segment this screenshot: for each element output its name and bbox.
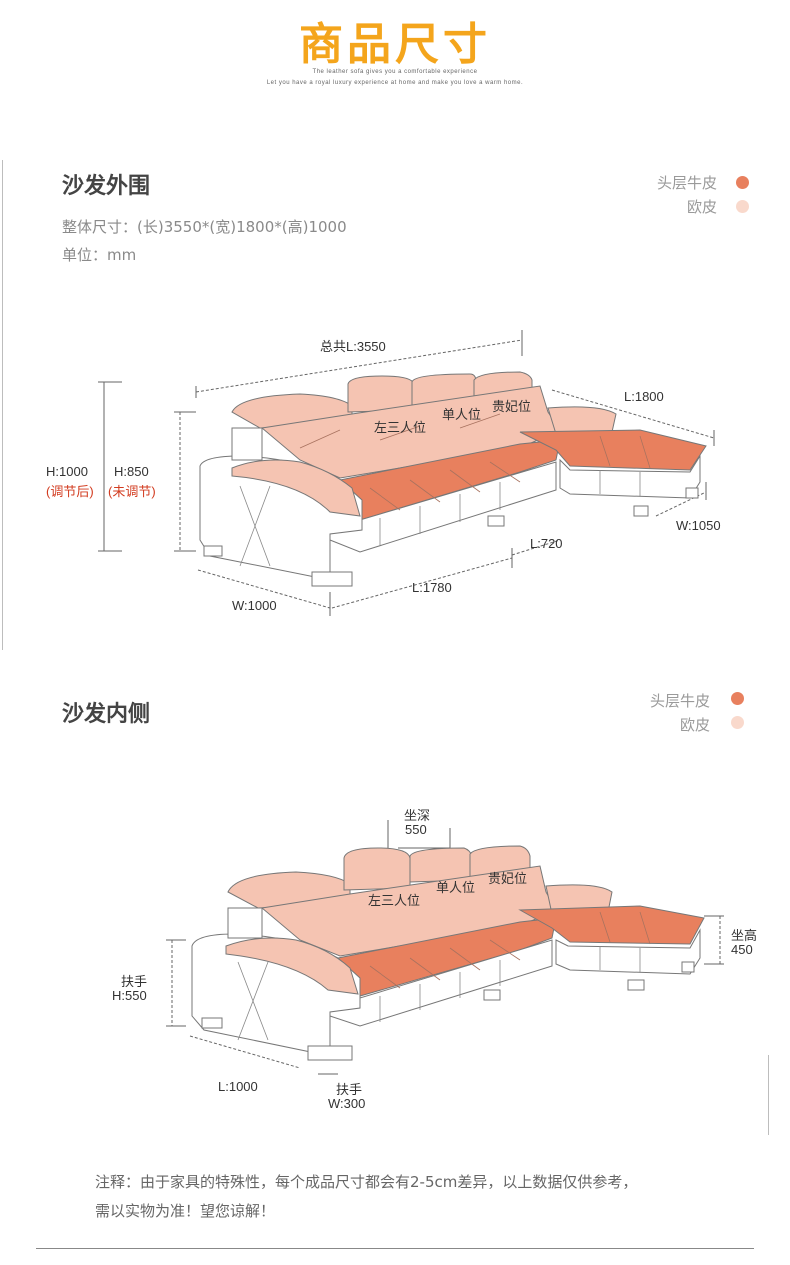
dim-armrest-height-label: 扶手: [121, 974, 148, 989]
overall-size: 整体尺寸：(长)3550*(宽)1800*(高)1000: [62, 218, 347, 236]
note-line-1: 注释：由于家具的特殊性，每个成品尺寸都会有2-5cm差异，以上数据仅供参考，: [95, 1173, 638, 1191]
page-title: 商品尺寸: [299, 19, 491, 70]
note-line-2: 需以实物为准！望您谅解！: [95, 1202, 276, 1220]
legend1-label-euro-leather: 欧皮: [686, 198, 717, 216]
bottom-divider: [36, 1248, 754, 1249]
unit-label: 单位：mm: [62, 246, 137, 264]
dim-seat-depth-label: 坐深: [404, 808, 431, 823]
dim-armrest-width-value: W:300: [328, 1096, 366, 1111]
legend2-label-euro-leather: 欧皮: [679, 716, 710, 734]
dim-armrest-width-label: 扶手: [336, 1082, 363, 1097]
dim-height-850: H:850: [114, 464, 149, 479]
dim-length-720: L:720: [530, 536, 563, 551]
dim-chaise-length: L:1800: [624, 389, 664, 404]
seat-label-left-three: 左三人位: [374, 421, 427, 436]
seat2-label-left-three: 左三人位: [368, 894, 421, 909]
subtitle-line-2: Let you have a royal luxury experience a…: [266, 80, 524, 86]
dim-height-850-note: (未调节): [108, 484, 156, 499]
legend1-label-top-leather: 头层牛皮: [656, 174, 717, 192]
legend1-dot-top-leather: [736, 176, 749, 189]
seat2-label-single: 单人位: [436, 881, 476, 896]
dim-height-1000: H:1000: [46, 464, 88, 479]
dim-seat-height-label: 坐高: [731, 928, 758, 943]
dim-width-1000: W:1000: [232, 598, 277, 613]
section1-title: 沙发外围: [62, 174, 151, 199]
legend2-label-top-leather: 头层牛皮: [649, 692, 710, 710]
legend1-dot-euro-leather: [736, 200, 749, 213]
dim-length-1780: L:1780: [412, 580, 452, 595]
dim-total-length: 总共L:3550: [320, 339, 386, 354]
legend2-dot-top-leather: [731, 692, 744, 705]
dim-seat-depth-value: 550: [405, 822, 427, 837]
right-edge-line: [768, 1055, 769, 1135]
dim-width-1050: W:1050: [676, 518, 721, 533]
dim-length-1000: L:1000: [218, 1079, 258, 1094]
section2-title: 沙发内侧: [62, 702, 151, 727]
legend2-dot-euro-leather: [731, 716, 744, 729]
dim-height-1000-note: (调节后): [46, 484, 94, 499]
subtitle-line-1: The leather sofa gives you a comfortable…: [312, 69, 478, 75]
dim-seat-height-value: 450: [731, 942, 753, 957]
dim-armrest-height-value: H:550: [112, 988, 147, 1003]
left-edge-line: [2, 160, 3, 650]
seat-label-chaise: 贵妃位: [492, 400, 532, 415]
seat2-label-chaise: 贵妃位: [488, 872, 528, 887]
seat-label-single: 单人位: [442, 408, 482, 423]
